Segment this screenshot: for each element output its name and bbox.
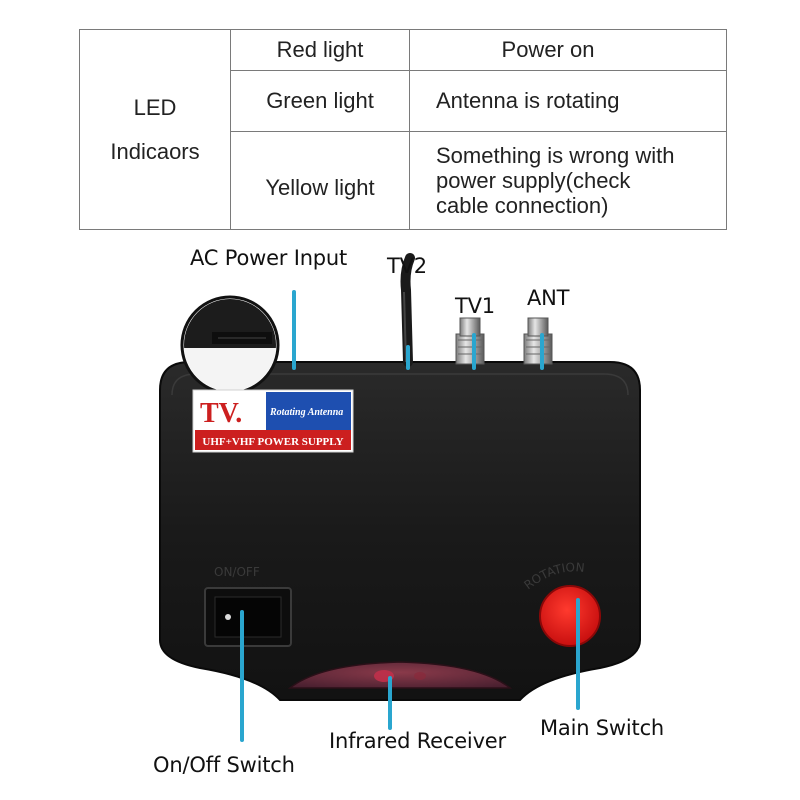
- led-indicator-table: LED Indicaors Red light Power on Green l…: [79, 29, 727, 230]
- rotation-main-switch-button: [539, 585, 601, 647]
- ant-connector: [523, 317, 553, 365]
- leader-infrared: [388, 676, 392, 730]
- green-light-cell: Green light: [230, 70, 410, 132]
- led-heading-line-1: LED: [133, 94, 177, 120]
- led-heading-cell: LED Indicaors: [79, 29, 231, 230]
- power-fault-line-2: power supply(check: [436, 168, 631, 193]
- sticker-bottom-text: UHF+VHF POWER SUPPLY: [202, 436, 343, 448]
- switch-embossed-label: ON/OFF: [214, 565, 260, 579]
- antenna-rotating-cell: Antenna is rotating: [409, 70, 727, 132]
- power-fault-line-1: Something is wrong with: [436, 143, 675, 168]
- yellow-light-cell: Yellow light: [230, 131, 410, 230]
- leader-tv1: [472, 333, 476, 370]
- power-fault-cell: Something is wrong with power supply(che…: [409, 131, 727, 230]
- leader-tv2: [406, 345, 410, 370]
- led-heading-line-2: Indicaors: [110, 138, 200, 164]
- label-ant: ANT: [527, 286, 570, 310]
- power-on-cell: Power on: [409, 29, 727, 71]
- label-ac-power-input: AC Power Input: [190, 246, 348, 270]
- brand-sticker: TV. Rotating Antenna UHF+VHF POWER SUPPL…: [192, 389, 354, 453]
- label-infrared-receiver: Infrared Receiver: [329, 729, 506, 753]
- label-on-off-switch: On/Off Switch: [153, 753, 295, 777]
- sticker-brand-text: TV.: [200, 398, 242, 429]
- ac-input-zoom-inset: [180, 295, 280, 395]
- tv1-connector: [455, 317, 485, 365]
- label-tv1: TV1: [455, 294, 495, 318]
- label-tv2: TV2: [387, 254, 427, 278]
- label-main-switch: Main Switch: [540, 716, 665, 740]
- tv2-cable: [400, 253, 415, 367]
- on-off-rocker-switch: [204, 587, 292, 647]
- leader-on-off: [240, 610, 244, 742]
- power-fault-line-3: cable connection): [436, 193, 609, 218]
- leader-main-switch: [576, 598, 580, 710]
- sticker-tagline-text: Rotating Antenna: [269, 407, 343, 418]
- infrared-receiver-window: [287, 661, 513, 689]
- leader-ant: [540, 333, 544, 370]
- leader-ac-power: [292, 290, 296, 370]
